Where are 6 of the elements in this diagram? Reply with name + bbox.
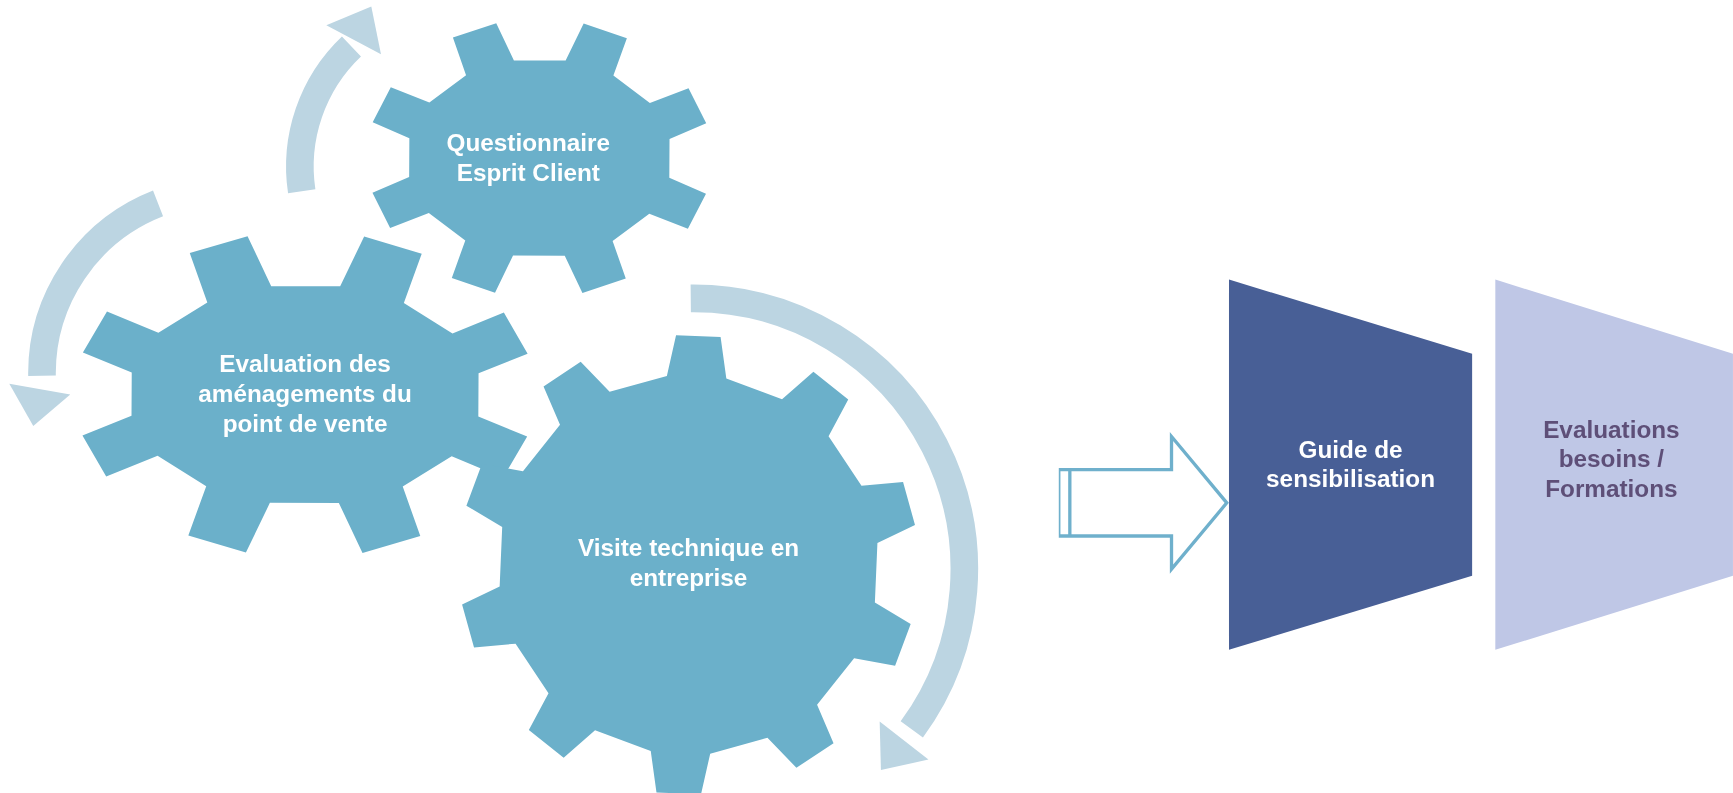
node-label: Evaluation des aménagements du point de vente: [197, 349, 413, 439]
node-label: Questionnaire Esprit Client: [445, 128, 611, 188]
node-label: Visite technique en entreprise: [576, 532, 801, 593]
block-arrow: [1058, 434, 1229, 571]
node-label: Evaluations besoins / Formations: [1542, 414, 1681, 504]
node-label: Guide de sensibilisation: [1265, 434, 1436, 494]
